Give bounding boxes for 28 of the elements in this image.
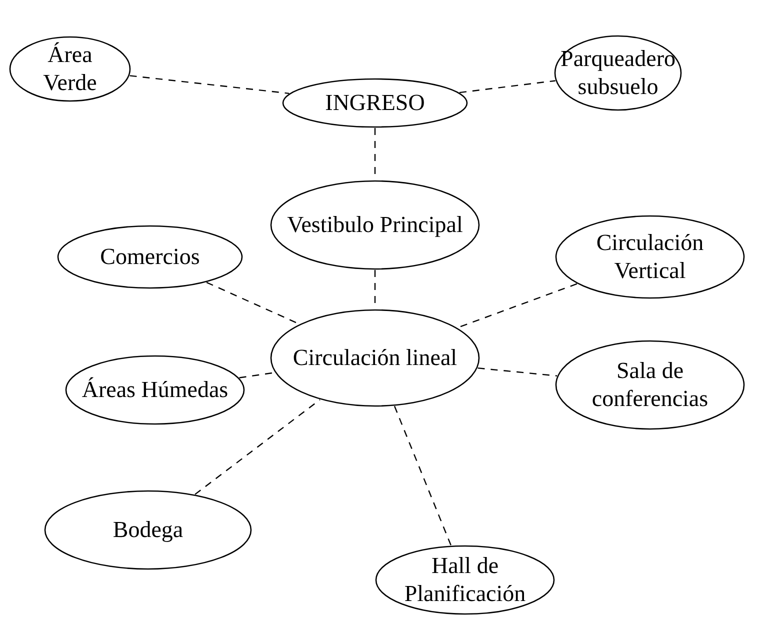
node-label: Circulación lineal bbox=[292, 344, 458, 372]
node-label: Área Verde bbox=[42, 41, 98, 97]
node-label: Bodega bbox=[112, 516, 184, 544]
connector-line bbox=[394, 406, 452, 546]
ellipse-node bbox=[9, 36, 131, 102]
node-label: Circulación Vertical bbox=[595, 229, 705, 285]
ellipse-node bbox=[555, 340, 745, 430]
node-label: Vestibulo Principal bbox=[286, 211, 464, 239]
ellipse-node bbox=[375, 545, 555, 615]
node-label: Comercios bbox=[99, 243, 201, 271]
ellipse-node bbox=[554, 35, 682, 111]
ellipse-node bbox=[44, 490, 252, 570]
ellipse-node bbox=[270, 180, 480, 270]
connector-line bbox=[130, 75, 290, 94]
ellipse-node bbox=[270, 309, 480, 407]
node-label: Sala de conferencias bbox=[590, 357, 710, 413]
connector-line bbox=[194, 399, 320, 495]
node-label: Áreas Húmedas bbox=[80, 376, 230, 404]
connector-line bbox=[478, 368, 558, 376]
node-label: Parqueadero subsuelo bbox=[560, 45, 676, 101]
connector-line bbox=[459, 80, 556, 94]
ellipse-node bbox=[555, 215, 745, 299]
ellipse-node bbox=[282, 78, 468, 128]
node-label: Hall de Planificación bbox=[403, 552, 527, 608]
connector-line bbox=[239, 372, 275, 378]
ellipse-node bbox=[65, 355, 245, 425]
node-label: INGRESO bbox=[324, 89, 426, 117]
ellipse-node bbox=[57, 225, 243, 289]
